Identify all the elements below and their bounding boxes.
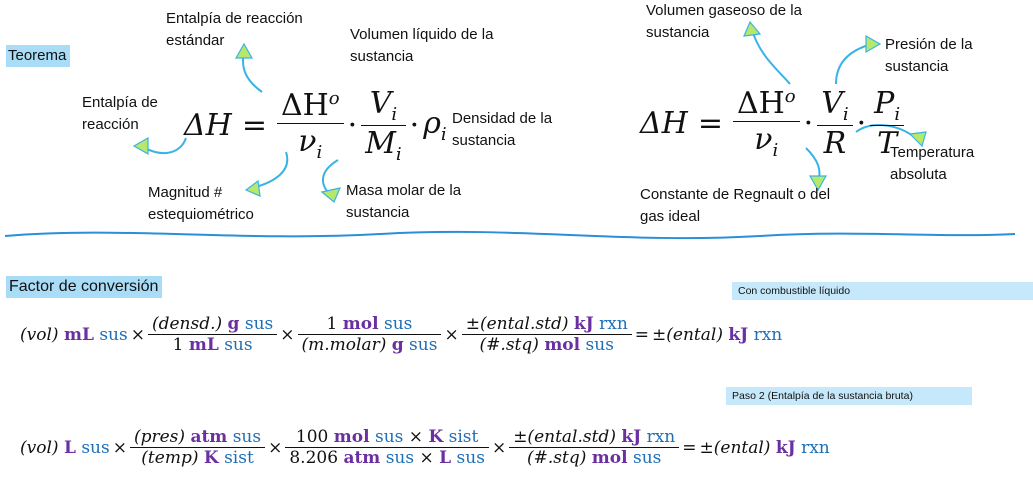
eq2-fraction-gas-constant: 100 mol sus × K sist 8.206 atm sus × L s… (285, 427, 489, 468)
formula-liquido: ΔH = ΔHo νi · Vi Mi · ρi (184, 86, 447, 165)
section-divider (4, 230, 1016, 240)
conversion-equation-gas: (vol) L sus × (pres) atm sus (temp) K si… (20, 427, 830, 468)
annotation-densidad: Densidad de la sustancia (452, 110, 553, 149)
arrowhead-masa-molar (320, 187, 342, 203)
formula1-dot: · (347, 108, 358, 143)
annotation-volumen-liquido: Volumen líquido de la sustancia (350, 26, 494, 65)
annotation-constante: Constante de Regnault o del gas ideal (640, 186, 831, 225)
eq1-fraction-density: (densd.) g sus 1 mL sus (147, 314, 278, 355)
conversion-equation-liquid: (vol) mL sus × (densd.) g sus 1 mL sus ×… (20, 314, 783, 355)
section-title-teorema: Teorema (6, 45, 71, 67)
formula2-dot2: · (856, 106, 867, 141)
formula1-deltaH: ΔH (184, 108, 232, 143)
formula2-equals: = (697, 106, 723, 141)
annotation-masa-molar: Masa molar de la sustancia (346, 182, 462, 221)
arrowhead-presion (865, 34, 882, 54)
eq1-fraction-molar: 1 mol sus (m.molar) g sus (297, 314, 442, 355)
arrowhead-constante (808, 175, 828, 192)
annotation-entalpia-reaccion: Entalpía de reacción (82, 94, 158, 133)
eq1-fraction-enthalpy: ±(ental.std) kJ rxn (#.stq) mol sus (461, 314, 632, 355)
formula2-dot: · (803, 106, 814, 141)
arrowhead-volumen-gaseoso (743, 20, 762, 37)
formula-gas: ΔH = ΔHo νi · Vi R · Pi T (640, 86, 905, 161)
annotation-temperatura: Temperatura absoluta (890, 144, 975, 183)
section-title-factor-conversion: Factor de conversión (6, 276, 163, 298)
annotation-magnitud: Magnitud # estequiométrico (148, 184, 254, 223)
arrowhead-entalpia-reaccion (132, 136, 149, 156)
formula2-deltaH: ΔH (640, 106, 688, 141)
eq2-fraction-pressure: (pres) atm sus (temp) K sist (129, 427, 266, 468)
formula2-fraction-volume: Vi R (817, 86, 853, 161)
annotation-entalpia-reaccion-estandar: Entalpía de reacción estándar (166, 10, 303, 49)
formula1-rho: ρi (423, 106, 447, 145)
eq2-fraction-enthalpy: ±(ental.std) kJ rxn (#.stq) mol sus (509, 427, 680, 468)
annotation-volumen-gaseoso: Volumen gaseoso de la sustancia (646, 2, 802, 41)
tag-combustible-liquido: Con combustible líquido (732, 282, 1033, 300)
formula2-fraction-pressure: Pi T (870, 86, 905, 161)
annotation-presion: Presión de la sustancia (885, 36, 973, 75)
formula1-equals: = (241, 108, 267, 143)
arrowhead-magnitud (244, 179, 261, 197)
formula1-fraction-volume: Vi Mi (361, 86, 406, 165)
tag-paso-2: Paso 2 (Entalpía de la sustancia bruta) (726, 387, 972, 405)
arrowhead-temperatura (908, 131, 927, 148)
formula2-fraction-enthalpy: ΔHo νi (732, 86, 800, 161)
formula1-fraction-enthalpy: ΔHo νi (276, 88, 344, 163)
arrowhead-entalpia-estandar (234, 42, 254, 59)
formula1-dot2: · (409, 108, 420, 143)
arrow-volumen-gaseoso (751, 29, 791, 85)
